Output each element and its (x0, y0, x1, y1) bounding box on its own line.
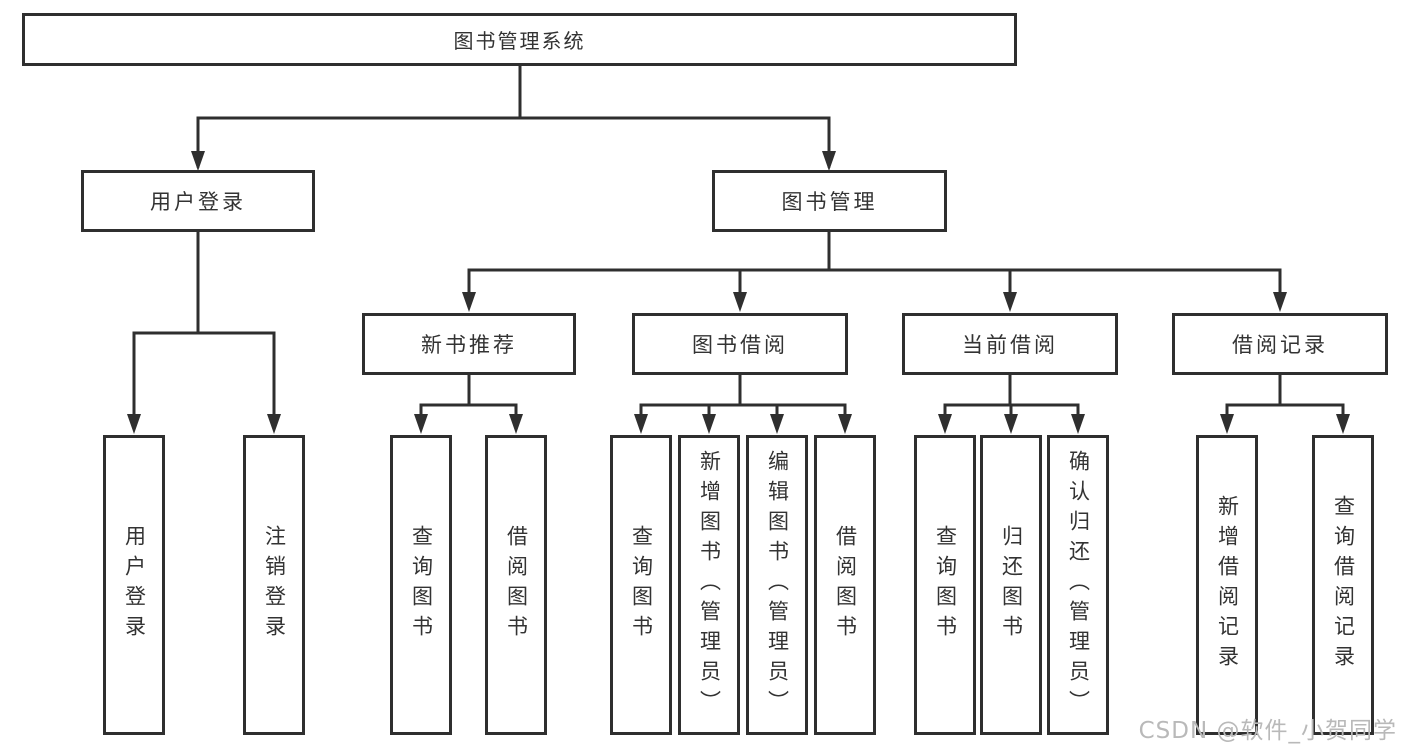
node-book-management: 图书管理 (712, 170, 947, 232)
node-new-book-recommend: 新书推荐 (362, 313, 576, 375)
leaf-edit-books-admin: 编辑图书（管理员） (746, 435, 808, 735)
leaf-recommend-query-books: 查询图书 (390, 435, 452, 735)
leaf-borrowing-query-books: 查询图书 (610, 435, 672, 735)
leaf-current-query-books: 查询图书 (914, 435, 976, 735)
leaf-return-books: 归还图书 (980, 435, 1042, 735)
leaf-recommend-borrow-books: 借阅图书 (485, 435, 547, 735)
leaf-borrowing-borrow-books: 借阅图书 (814, 435, 876, 735)
leaf-logout: 注销登录 (243, 435, 305, 735)
node-borrowing-records: 借阅记录 (1172, 313, 1388, 375)
node-root: 图书管理系统 (22, 13, 1017, 66)
leaf-query-borrow-record: 查询借阅记录 (1312, 435, 1374, 735)
leaf-add-borrow-record: 新增借阅记录 (1196, 435, 1258, 735)
arrowheads (127, 151, 1350, 434)
leaf-confirm-return-admin: 确认归还（管理员） (1047, 435, 1109, 735)
node-user-login: 用户登录 (81, 170, 315, 232)
leaf-user-login: 用户登录 (103, 435, 165, 735)
node-book-borrowing: 图书借阅 (632, 313, 848, 375)
watermark: CSDN @软件_小贺同学 (1138, 718, 1397, 744)
leaf-add-books-admin: 新增图书（管理员） (678, 435, 740, 735)
node-current-borrowing: 当前借阅 (902, 313, 1118, 375)
connector-edges (132, 64, 1345, 430)
